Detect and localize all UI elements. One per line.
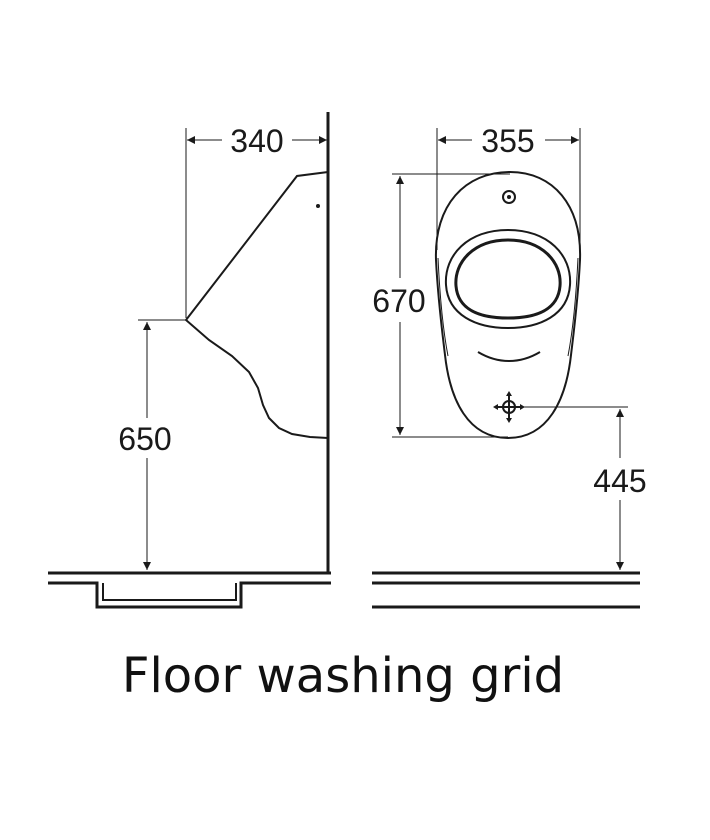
rim-height-label: 650 bbox=[118, 421, 171, 457]
urinal-front-outline bbox=[434, 170, 582, 440]
bowl-trough-curve bbox=[477, 351, 541, 362]
urinal-side-contour-right bbox=[567, 257, 579, 357]
floor-washing-grid-channel bbox=[48, 581, 331, 609]
bowl-opening-inner bbox=[454, 238, 562, 320]
bowl-opening-outer bbox=[444, 228, 572, 330]
width-dimension-label: 355 bbox=[481, 123, 534, 159]
side-inlet-dot bbox=[316, 204, 320, 208]
side-view: 340 650 bbox=[48, 112, 331, 609]
outlet-crosshair-icon bbox=[493, 391, 525, 423]
flush-inlet-center bbox=[507, 195, 511, 199]
depth-dimension-label: 340 bbox=[230, 123, 283, 159]
urinal-side-profile bbox=[184, 171, 329, 439]
outlet-height-label: 445 bbox=[593, 463, 646, 499]
height-dimension-label: 670 bbox=[372, 283, 425, 319]
front-view: 355 670 445 bbox=[372, 123, 647, 609]
floor-washing-grid-inner bbox=[102, 583, 237, 601]
flush-inlet-icon bbox=[502, 190, 516, 204]
drawing-caption: Floor washing grid bbox=[121, 648, 565, 704]
urinal-side-contour bbox=[437, 257, 449, 357]
